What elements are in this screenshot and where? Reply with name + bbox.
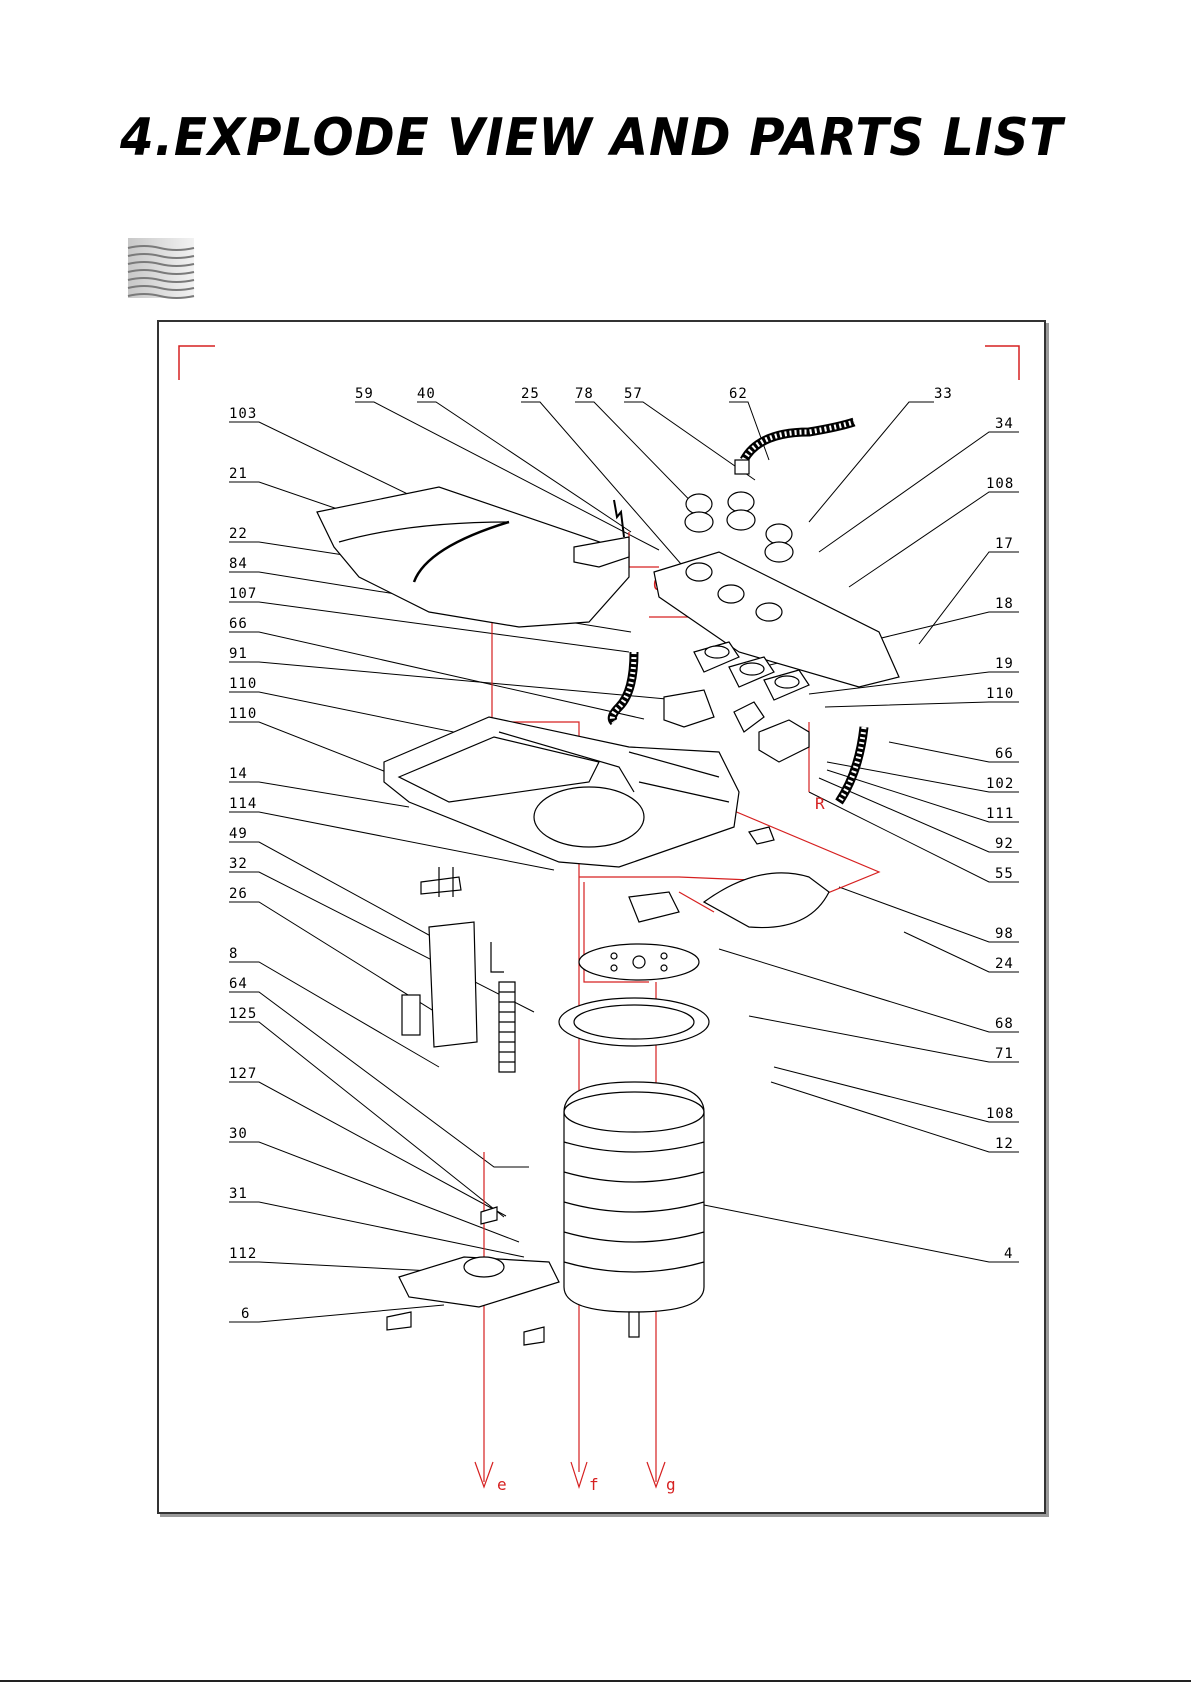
timer-motor [664,690,714,727]
part-label: 40 [417,386,436,402]
part-label: 8 [229,946,238,962]
part-label: 24 [995,956,1014,972]
part-label: 103 [229,406,257,422]
part-label: 6 [241,1306,250,1322]
part-label: 55 [995,866,1014,882]
part-label: 110 [229,676,257,692]
part-label: 34 [995,416,1014,432]
knob-hole [718,585,744,603]
knob-hole [686,563,712,581]
part-label: 111 [986,806,1014,822]
part-label: 125 [229,1006,257,1022]
spin-basket [564,1082,704,1312]
spring-coil [499,982,515,1072]
part-label: 22 [229,526,248,542]
part-label: 78 [575,386,594,402]
part-label: 84 [229,556,248,572]
part-label: 25 [521,386,540,402]
motor-mount [429,922,477,1047]
bracket [421,877,461,894]
part-label: 71 [995,1046,1014,1062]
part-label: 112 [229,1246,257,1262]
part-label: 18 [995,596,1014,612]
part-label: 30 [229,1126,248,1142]
explode-view-frame: 103 21 22 84 107 66 91 110 110 14 114 49… [157,320,1046,1514]
part-label: 91 [229,646,248,662]
lint-filter [629,892,679,922]
part-label: 68 [995,1016,1014,1032]
junction-box [759,720,809,762]
capacitor [402,995,420,1035]
part-label: 108 [986,476,1014,492]
part-label: 19 [995,656,1014,672]
section-bullet-icon [124,236,196,302]
spin-lid [704,873,829,928]
knob-hole [756,603,782,621]
part-label: 32 [229,856,248,872]
part-label: 108 [986,1106,1014,1122]
part-label: 26 [229,886,248,902]
part-label: 12 [995,1136,1014,1152]
knob [765,542,793,562]
foot [524,1327,544,1345]
part-drawings [317,422,899,1345]
connector-label: e [497,1475,507,1494]
part-label: 57 [624,386,643,402]
part-label: 66 [995,746,1014,762]
part-label: 98 [995,926,1014,942]
page-title: 4.EXPLODE VIEW AND PARTS LIST [120,108,1063,168]
explode-diagram: 103 21 22 84 107 66 91 110 110 14 114 49… [159,322,1044,1512]
part-label: 4 [1004,1246,1013,1262]
bottom-rule [0,1680,1191,1682]
connector-label: g [666,1475,676,1494]
part-label: 14 [229,766,248,782]
part-label: 110 [986,686,1014,702]
knob [685,512,713,532]
part-label: 33 [934,386,953,402]
knob [727,510,755,530]
part-label: 66 [229,616,248,632]
part-label: 110 [229,706,257,722]
part-label: 127 [229,1066,257,1082]
part-label: 21 [229,466,248,482]
part-label: 64 [229,976,248,992]
part-label: 102 [986,776,1014,792]
foot [387,1312,411,1330]
connector-label: f [589,1475,599,1494]
knob [728,492,754,512]
part-labels-left: 103 21 22 84 107 66 91 110 110 14 114 49… [229,406,257,1322]
knob [686,494,712,514]
part-label: 114 [229,796,257,812]
part-label: 92 [995,836,1014,852]
part-label: 59 [355,386,374,402]
connector-label: R [815,794,825,813]
knob [766,524,792,544]
part-label: 31 [229,1186,248,1202]
part-label: 49 [229,826,248,842]
part-label: 17 [995,536,1014,552]
part-label: 107 [229,586,257,602]
part-label: 62 [729,386,748,402]
